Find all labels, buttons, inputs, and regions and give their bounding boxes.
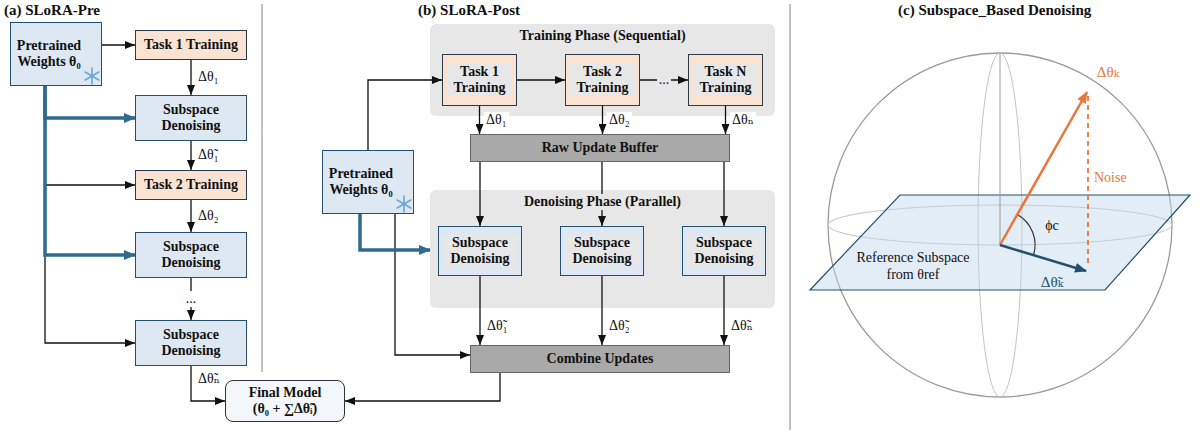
box-text: Subspace Denoising [565, 235, 639, 267]
denoising-box: Subspace Denoising [438, 226, 522, 276]
reference-arrow [45, 86, 135, 255]
flow-arrow [479, 276, 480, 345]
training-box: Task 1 Training [135, 30, 247, 60]
edge-label: ... [657, 72, 672, 89]
box-text: Task 1 Training [447, 64, 512, 96]
box-text: Subspace Denoising [140, 239, 242, 271]
band-ground [430, 24, 775, 116]
raw-update-vector [1000, 92, 1087, 245]
buffer-box: Raw Update Buffer [470, 134, 730, 162]
flow-arrow [479, 106, 480, 134]
edge-label: Δθ̃₁ [196, 147, 221, 164]
sphere-axis [1000, 53, 1001, 245]
edge-label: Δθ₂ [607, 112, 632, 129]
denoised-vector [1000, 245, 1086, 271]
box-text: (θ₀ + ∑Δθ̃ᵢ) [253, 401, 317, 417]
box-text: Pretrained Weights θ₀ [327, 166, 395, 198]
flow-arrow [191, 366, 225, 401]
flow-arrow [517, 79, 565, 80]
band-title: Training Phase (Sequential) [516, 28, 688, 44]
flow-arrow [723, 162, 724, 226]
phase-band: Training Phase (Sequential) Task 1 Traini… [430, 24, 775, 116]
box-text: Final Model [249, 385, 322, 401]
denoising-box: Subspace Denoising [135, 232, 247, 278]
vector-label: Δθₖ [1097, 63, 1119, 81]
panel-divider [789, 4, 790, 430]
pretrained-box: Pretrained Weights θ₀ [10, 22, 102, 86]
box-text: Task N Training [693, 64, 758, 96]
edge-label: Δθ₁ [484, 112, 509, 129]
box-text: Combine Updates [547, 351, 654, 367]
pretrained-box: Pretrained Weights θ₀ [322, 150, 414, 214]
noise-label: Noise [1094, 170, 1127, 187]
box-text: Task 1 Training [144, 37, 238, 53]
box-text: Subspace Denoising [140, 327, 242, 359]
training-box: Task 1 Training [442, 54, 517, 106]
buffer-box: Combine Updates [470, 345, 730, 373]
flow-arrow [602, 106, 603, 134]
edge-label: Δθ̃ₙ [196, 371, 222, 388]
flow-arrow [45, 86, 135, 185]
edge-label: Δθ₂ [196, 208, 221, 225]
phase-band: Denoising Phase (Parallel) Subspace Denoi… [430, 190, 775, 308]
final-model-box: Final Model(θ₀ + ∑Δθ̃ᵢ) [225, 380, 345, 422]
flow-arrow [479, 162, 480, 226]
reference-arrow [360, 214, 430, 250]
flow-arrow [102, 44, 135, 45]
training-box: Task N Training [688, 54, 763, 106]
flow-arrow [45, 86, 135, 343]
edge-label: Δθₙ [730, 112, 756, 129]
edge-label: Δθ̃₁ [485, 318, 510, 335]
panel-divider [261, 4, 262, 372]
training-box: Task 2 Training [135, 170, 247, 200]
edge-label: Δθ₁ [196, 69, 221, 86]
flow-arrow [368, 80, 442, 150]
reference-arrow [45, 86, 135, 118]
noise-line [1087, 96, 1089, 266]
box-text: Task 2 Training [144, 177, 238, 193]
flow-arrow [601, 276, 602, 345]
flow-arrow [345, 373, 500, 401]
box-text: Subspace Denoising [443, 235, 517, 267]
denoising-box: Subspace Denoising [135, 320, 247, 366]
angle-label: ϕc [1045, 218, 1059, 235]
box-text: Subspace Denoising [140, 102, 242, 134]
training-box: Task 2 Training [565, 54, 640, 106]
panel-title: (b) SLoRA-Post [418, 1, 520, 19]
box-text: Raw Update Buffer [542, 140, 659, 156]
edge-label: ... [184, 291, 199, 308]
angle-arc [1017, 215, 1035, 256]
edge-label: Δθ̃ₙ [729, 318, 755, 335]
box-text: Task 2 Training [570, 64, 635, 96]
box-text: Pretrained Weights θ₀ [15, 38, 83, 70]
edge-label: Δθ̃₂ [607, 318, 632, 335]
flow-arrow [190, 200, 191, 232]
panel-title: (a) SLoRA-Pre [4, 1, 100, 19]
flow-arrow [723, 276, 724, 345]
flow-arrow [190, 141, 191, 170]
plane-label: Reference Subspace from θref [850, 250, 976, 284]
denoising-box: Subspace Denoising [135, 95, 247, 141]
denoising-box: Subspace Denoising [560, 226, 644, 276]
panel-title: (c) Subspace_Based Denoising [898, 1, 1091, 19]
flow-arrow [190, 60, 191, 95]
vector-label: Δθ̃ₖ [1041, 273, 1063, 291]
band-title: Denoising Phase (Parallel) [521, 194, 684, 210]
flow-arrow [725, 106, 726, 134]
box-text: Subspace Denoising [687, 235, 761, 267]
denoising-box: Subspace Denoising [682, 226, 766, 276]
